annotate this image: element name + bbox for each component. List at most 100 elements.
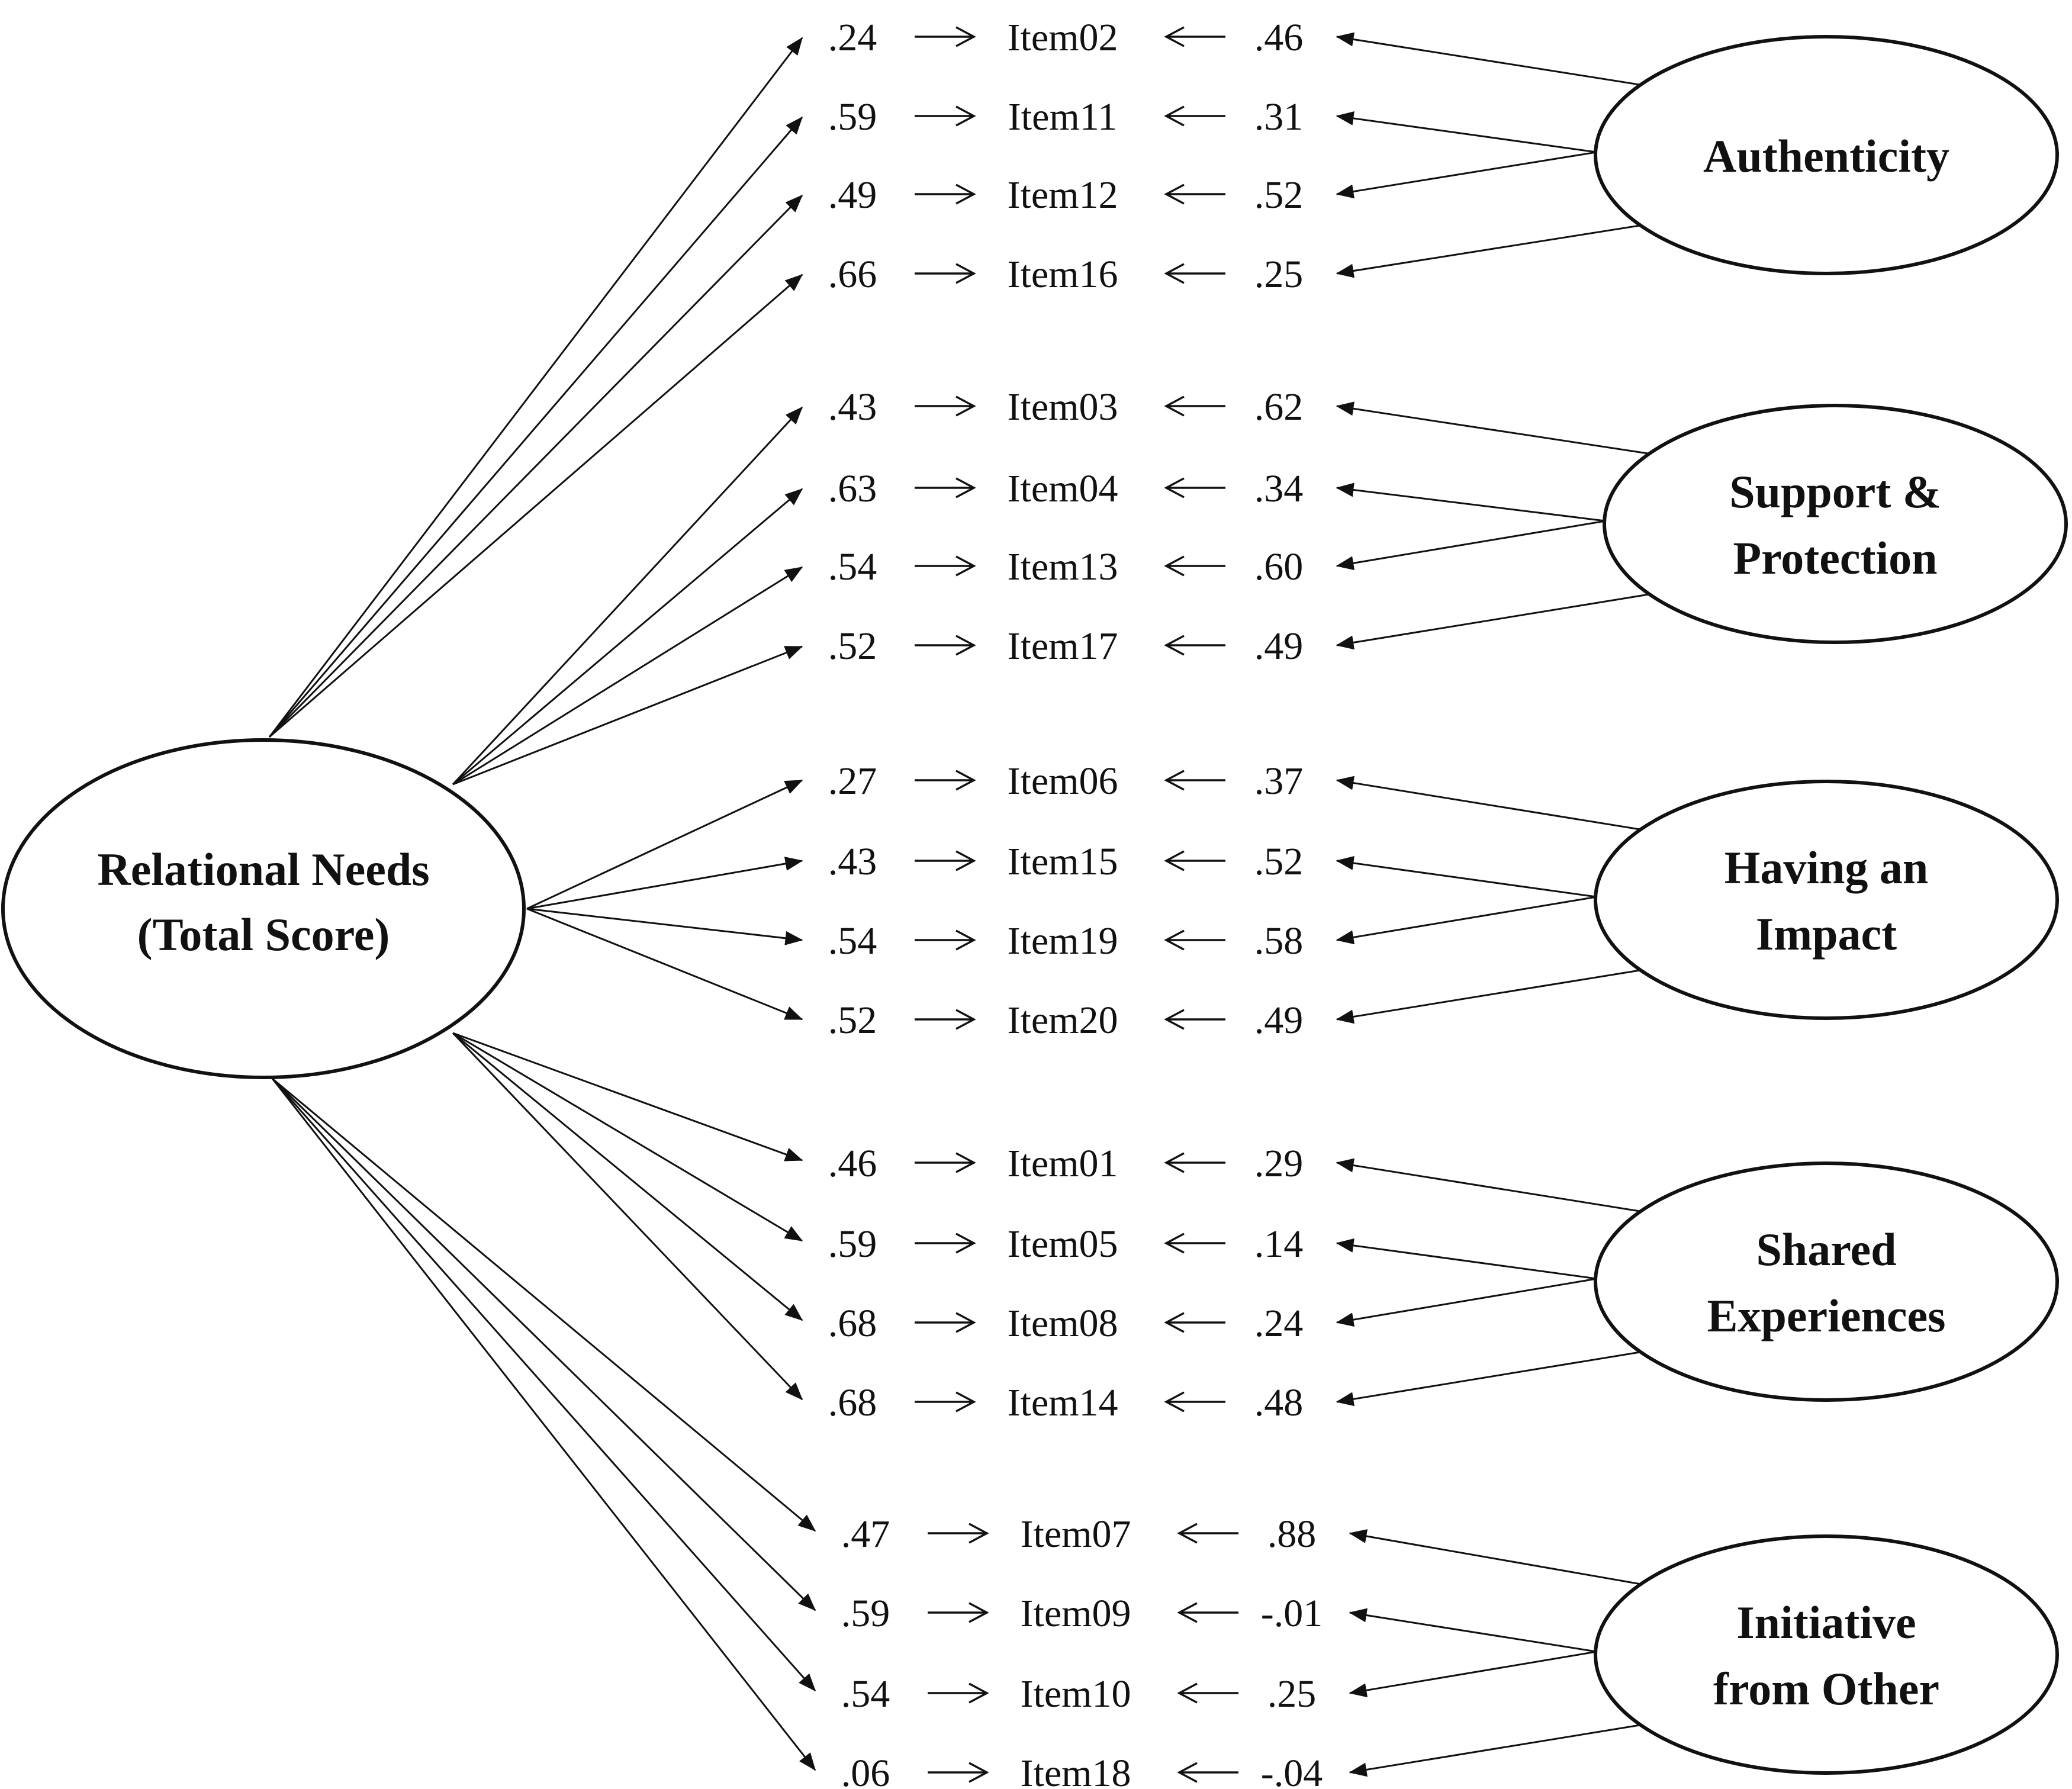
general-factor-path <box>268 194 803 738</box>
item-label: Item05 <box>1008 1222 1118 1266</box>
general-loading: .68 <box>828 1302 877 1345</box>
specific-factor-path <box>1349 1722 1655 1777</box>
general-loading: .59 <box>828 95 877 139</box>
general-factor-path <box>526 908 803 1021</box>
item-arrow-right <box>928 1682 989 1704</box>
specific-loading: .25 <box>1254 253 1304 296</box>
general-loading: .59 <box>841 1592 890 1635</box>
specific-loading: .48 <box>1254 1381 1304 1424</box>
item-arrow-right <box>928 1523 989 1544</box>
specific-loading: .31 <box>1254 95 1304 139</box>
item-label: Item15 <box>1008 840 1118 883</box>
specific-factor-path <box>1336 896 1597 945</box>
item-arrow-right <box>915 1233 976 1254</box>
item-arrow-right <box>915 1009 976 1030</box>
factor-label: Impact <box>1756 908 1897 960</box>
item-arrow-right <box>928 1602 989 1623</box>
specific-factor-path <box>1336 1349 1655 1407</box>
specific-factor-path <box>1336 520 1606 571</box>
item-arrow-left <box>1164 635 1225 656</box>
general-factor-path <box>452 1032 803 1401</box>
general-loading: .59 <box>828 1222 877 1266</box>
item-label: Item07 <box>1021 1513 1131 1556</box>
specific-factor-paths <box>1336 32 1664 1777</box>
specific-loading: .37 <box>1254 760 1304 803</box>
factor-label: from Other <box>1713 1663 1939 1714</box>
general-factor-label: Relational Needs <box>97 844 429 895</box>
item-arrow-right <box>915 477 976 498</box>
specific-factor-path <box>1336 776 1655 833</box>
item-arrow-right <box>915 770 976 791</box>
specific-factor-path <box>1349 1529 1655 1588</box>
item-arrow-right <box>915 26 976 47</box>
general-factor-path <box>452 645 803 786</box>
general-factor-path <box>526 779 803 910</box>
item-arrow-left <box>1164 1009 1225 1030</box>
general-factor-path <box>452 406 803 786</box>
general-factor-label: (Total Score) <box>137 909 390 960</box>
specific-factor-path <box>1336 1278 1597 1327</box>
item-arrow-right <box>915 184 976 205</box>
specific-factor-path <box>1336 401 1664 457</box>
specific-loading: .14 <box>1254 1222 1304 1266</box>
general-factor-path <box>272 1077 816 1532</box>
item-arrow-right <box>915 635 976 656</box>
general-loading: .66 <box>828 253 877 296</box>
factor-ellipse <box>1603 404 2068 644</box>
item-label: Item12 <box>1008 173 1118 217</box>
specific-factor-path <box>1349 1608 1597 1653</box>
specific-loading: .88 <box>1267 1513 1317 1556</box>
factor-label: Having an <box>1724 842 1929 893</box>
item-label: Item09 <box>1021 1592 1131 1635</box>
item-arrow-right <box>915 263 976 284</box>
specific-loading: .25 <box>1267 1672 1317 1716</box>
general-factor-path <box>271 1078 816 1771</box>
general-loading: .46 <box>828 1142 877 1185</box>
general-loading: .54 <box>841 1672 890 1716</box>
item-label: Item06 <box>1008 760 1118 803</box>
item-label: Item04 <box>1008 467 1118 510</box>
specific-factor-path <box>1336 856 1597 898</box>
general-factor-ellipse <box>1 738 526 1079</box>
item-label: Item11 <box>1008 95 1118 139</box>
factor-label: Shared <box>1756 1224 1897 1275</box>
general-loading: .52 <box>828 999 877 1042</box>
specific-factor-path <box>1336 1238 1597 1280</box>
item-label: Item13 <box>1008 545 1118 588</box>
item-arrow-left <box>1177 1602 1238 1623</box>
item-arrow-left <box>1164 1152 1225 1173</box>
general-factor-path <box>452 1032 803 1161</box>
general-loading: .54 <box>828 919 877 963</box>
item-arrow-left <box>1164 184 1225 205</box>
latent-factors: Relational Needs(Total Score)Authenticit… <box>1 35 2068 1775</box>
specific-loading: .29 <box>1254 1142 1304 1185</box>
specific-loading: .49 <box>1254 625 1304 668</box>
specific-loading: -.04 <box>1261 1752 1323 1789</box>
general-factor-path <box>526 857 803 910</box>
general-loading: .27 <box>828 760 877 803</box>
item-label: Item02 <box>1008 16 1118 59</box>
specific-loading: .34 <box>1254 467 1304 510</box>
item-label: Item18 <box>1021 1752 1131 1789</box>
specific-factor-path <box>1336 222 1655 278</box>
item-arrow-left <box>1164 1312 1225 1333</box>
general-loading: .43 <box>828 385 877 429</box>
specific-loading: .58 <box>1254 919 1304 963</box>
item-arrow-left <box>1164 1233 1225 1254</box>
specific-loading: .60 <box>1254 545 1304 588</box>
item-arrow-right <box>928 1762 989 1783</box>
general-factor-path <box>452 1032 803 1321</box>
item-arrow-left <box>1164 555 1225 577</box>
item-arrow-left <box>1177 1523 1238 1544</box>
general-factor-path <box>268 116 803 738</box>
specific-factor-path <box>1336 967 1655 1024</box>
specific-factor-path <box>1336 1158 1655 1215</box>
general-loading: .06 <box>841 1752 890 1789</box>
item-label: Item03 <box>1008 385 1118 429</box>
general-factor-path <box>269 274 803 738</box>
item-label: Item19 <box>1008 919 1118 963</box>
specific-factor-path <box>1336 151 1597 199</box>
item-arrow-right <box>915 555 976 577</box>
